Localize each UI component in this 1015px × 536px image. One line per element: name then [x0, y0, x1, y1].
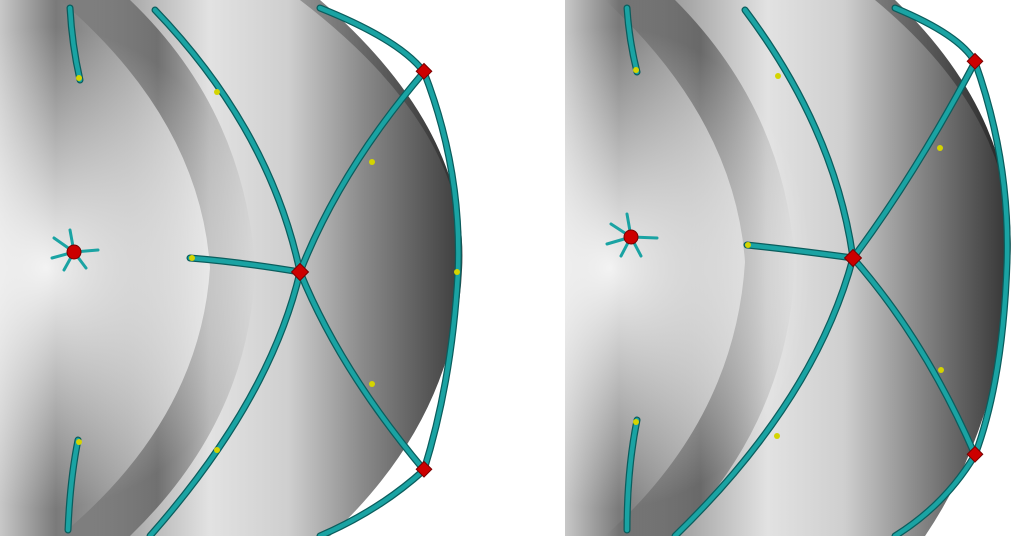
right-surface-render: [565, 0, 1011, 536]
left-panel: [0, 0, 465, 536]
right-markers: [633, 67, 944, 439]
left-surface-render: [0, 0, 463, 536]
left-markers: [76, 75, 460, 453]
right-panel: [565, 0, 1015, 536]
left-nodes: [66, 62, 433, 478]
right-nodes: [623, 52, 984, 463]
